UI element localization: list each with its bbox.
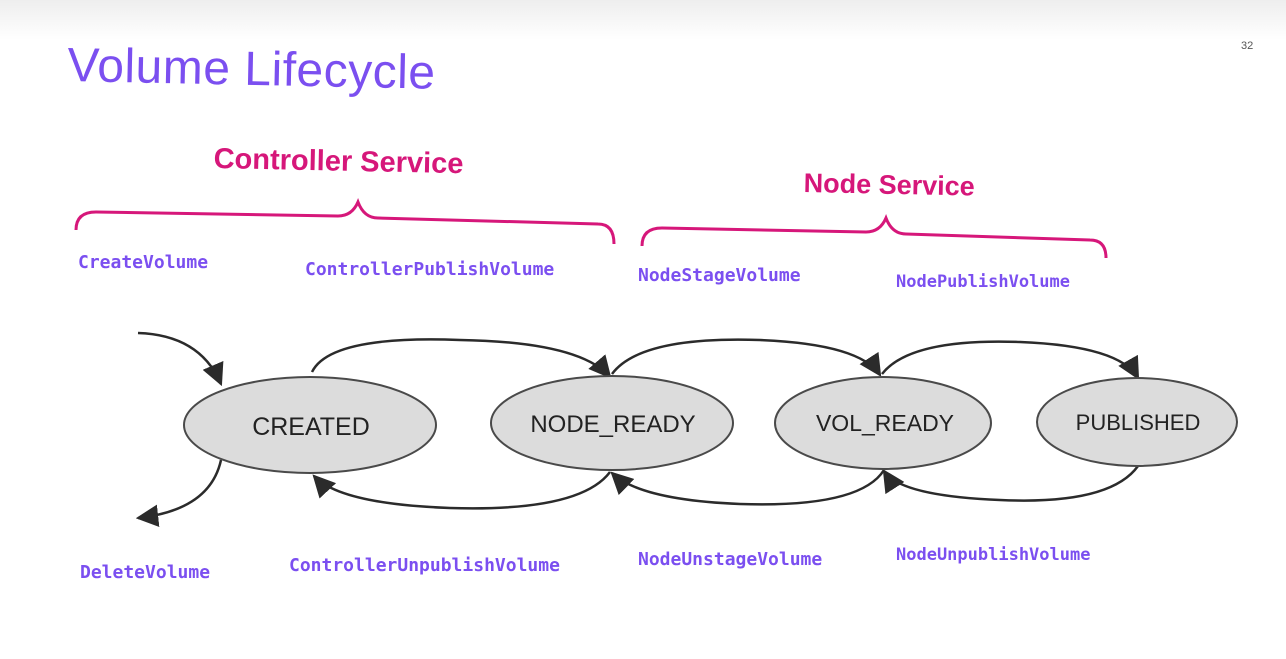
state-created: CREATED: [183, 376, 437, 474]
state-node-ready: NODE_READY: [490, 375, 734, 471]
controller-publish-arrow: [310, 338, 612, 379]
rpc-delete-volume: DeleteVolume: [80, 562, 211, 583]
rpc-node-unpublish-volume: NodeUnpublishVolume: [896, 545, 1091, 565]
node-publish-arrow: [881, 340, 1140, 380]
state-created-label: CREATED: [252, 413, 370, 441]
rpc-node-publish-volume: NodePublishVolume: [896, 272, 1070, 292]
rpc-controller-publish-volume: ControllerPublishVolume: [305, 259, 555, 280]
rpc-create-volume: CreateVolume: [78, 252, 209, 273]
node-unstage-arrow: [610, 469, 886, 506]
rpc-controller-unpublish-volume: ControllerUnpublishVolume: [289, 555, 560, 576]
node-service-brace: [640, 213, 1108, 259]
state-published-label: PUBLISHED: [1076, 410, 1201, 435]
state-published: PUBLISHED: [1036, 377, 1238, 467]
controller-service-brace: [74, 197, 616, 245]
controller-unpublish-arrow: [312, 471, 611, 510]
delete-arrow: [135, 459, 223, 527]
create-arrow: [137, 331, 224, 387]
state-vol-ready: VOL_READY: [774, 376, 992, 470]
page-number: 32: [1241, 40, 1254, 52]
rpc-node-unstage-volume: NodeUnstageVolume: [638, 549, 823, 570]
rpc-node-stage-volume: NodeStageVolume: [638, 265, 801, 286]
node-stage-arrow: [610, 338, 882, 377]
state-node-ready-label: NODE_READY: [530, 411, 695, 438]
node-unpublish-arrow: [882, 465, 1140, 502]
state-vol-ready-label: VOL_READY: [816, 410, 954, 436]
